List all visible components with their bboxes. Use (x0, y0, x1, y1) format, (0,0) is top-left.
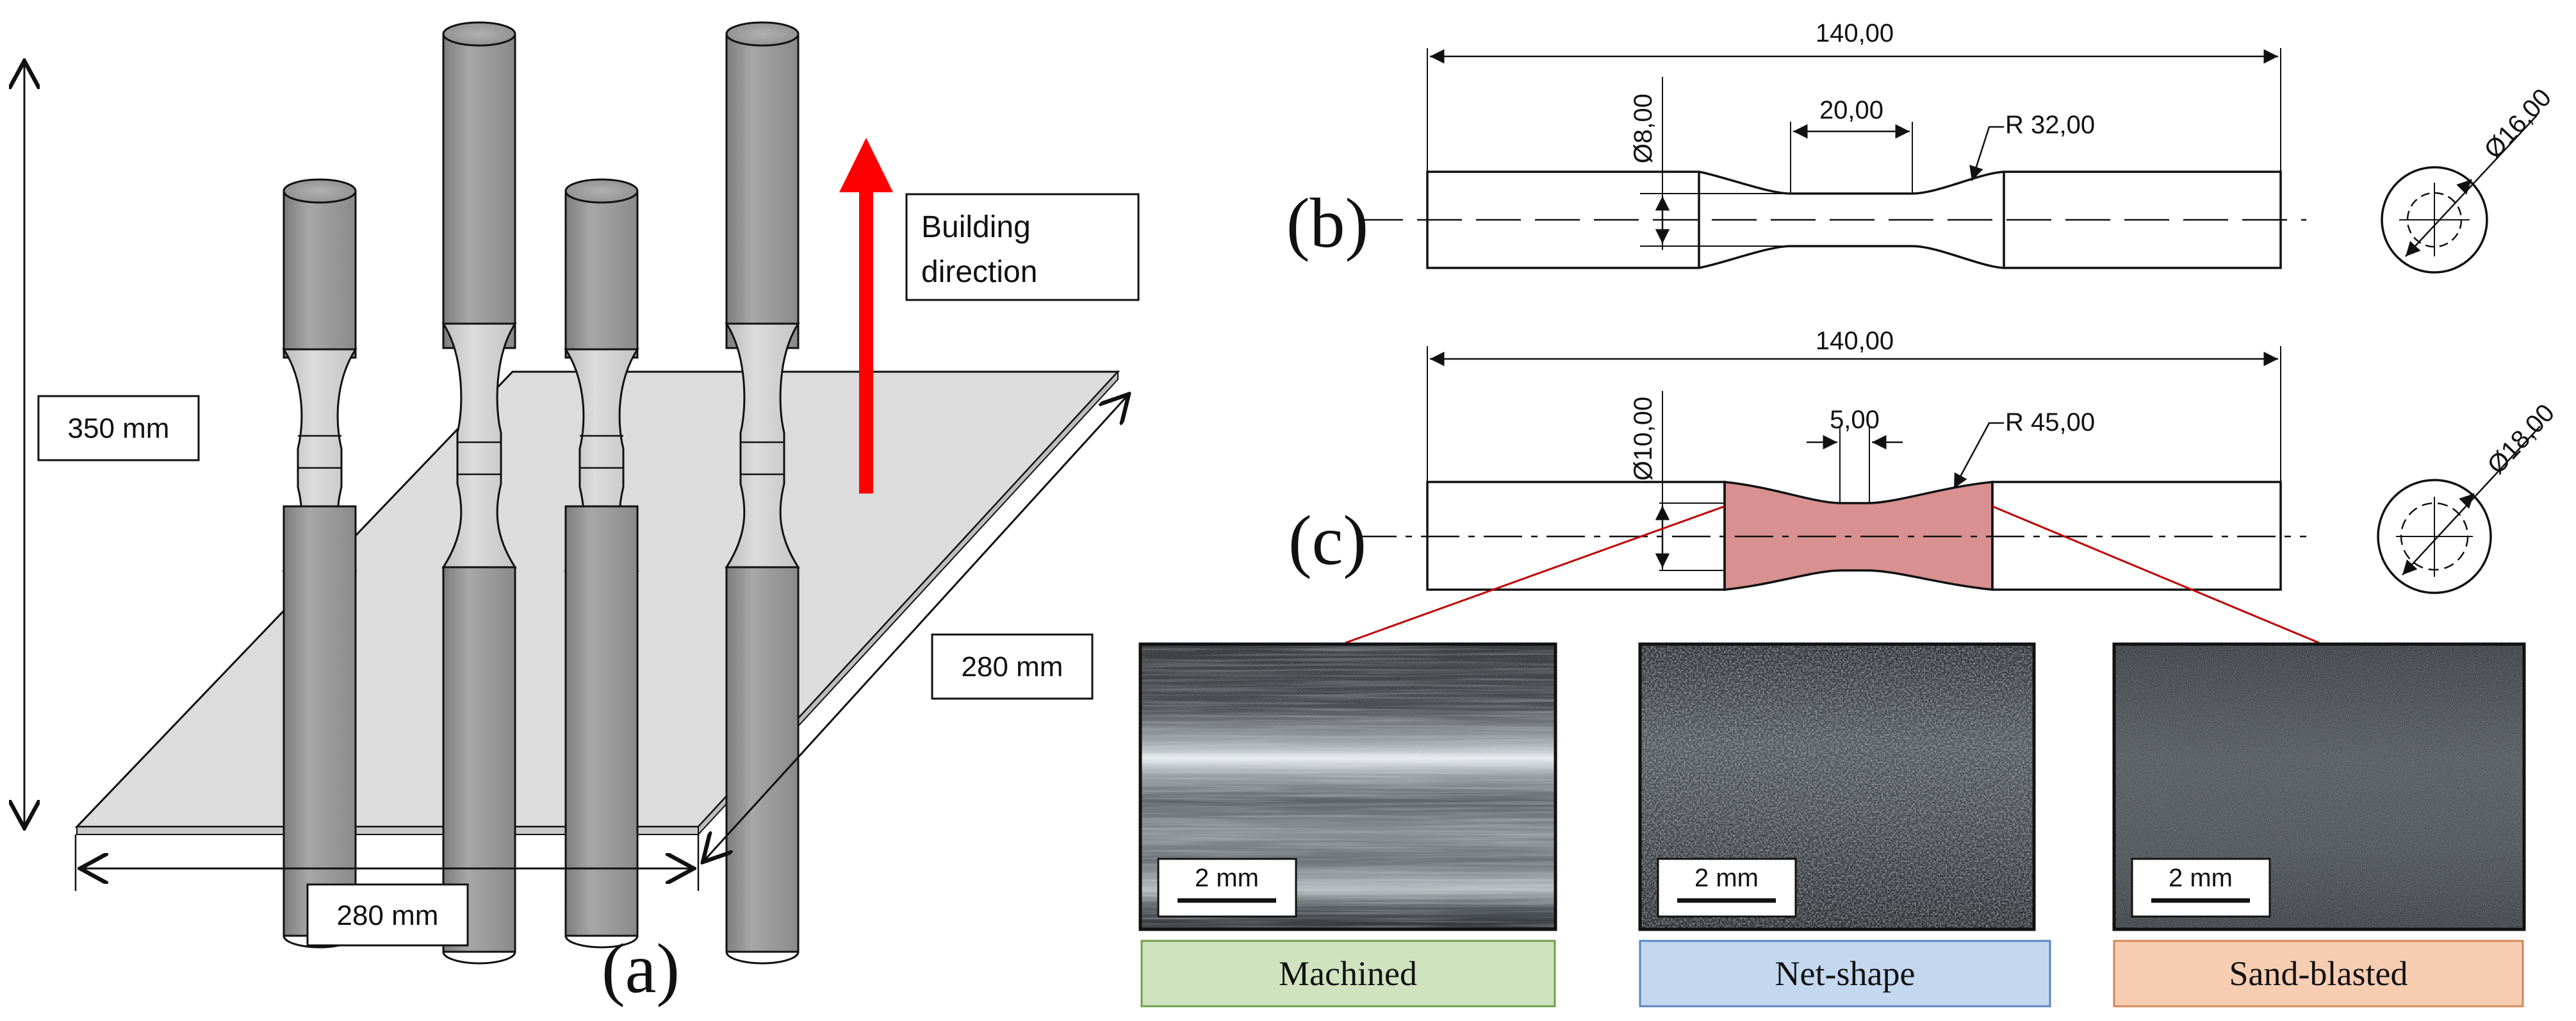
micrograph-net-shape-scale: 2 mm (1694, 864, 1759, 892)
height-label-box (37, 395, 200, 461)
panel-a-label: (a) (602, 929, 680, 1008)
panel-a: Building direction 350 mm 280 mm 280 mm … (24, 21, 1140, 1008)
panel-b: (b) 140,00 20,00 R 32,00 Ø8,00 (1286, 19, 2557, 274)
panel-c-label: (c) (1288, 501, 1366, 579)
micrograph-machined: 2 mm (1138, 642, 1557, 931)
caption-sand-blasted: Sand-blasted (2229, 954, 2408, 993)
depth-label: 280 mm (962, 651, 1063, 683)
panel-b-label: (b) (1286, 184, 1368, 262)
leader-left (1345, 505, 1725, 644)
height-label: 350 mm (68, 413, 170, 444)
caption-net-shape: Net-shape (1775, 954, 1916, 993)
b-end-view: Ø16,00 (2381, 83, 2557, 274)
c-gauge-length: 5,00 (1830, 406, 1880, 434)
building-direction-box (905, 193, 1140, 301)
micrograph-machined-scale: 2 mm (1195, 864, 1259, 892)
micrograph-sand-blasted-scale: 2 mm (2169, 864, 2233, 892)
b-total-length: 140,00 (1816, 19, 1894, 47)
depth-label-box (931, 633, 1094, 700)
specimen-front-left (282, 178, 357, 949)
caption-net-shape-box (1639, 940, 2051, 1008)
c-grip-diameter: Ø10,00 (1629, 397, 1657, 481)
depth-dimension-line (703, 394, 1129, 862)
c-end-view: Ø18,00 (2377, 399, 2560, 594)
b-grip-diameter: Ø8,00 (1629, 94, 1657, 163)
micrograph-sand-blasted: 2 mm (2112, 642, 2526, 931)
leader-right (1992, 505, 2320, 644)
width-label: 280 mm (337, 900, 439, 931)
micrograph-net-shape: 2 mm (1638, 642, 2036, 931)
b-outer-diameter: Ø16,00 (2479, 83, 2557, 164)
width-label-box (306, 883, 469, 947)
specimen-b-outline (1426, 170, 2282, 269)
caption-machined: Machined (1279, 954, 1417, 993)
b-gauge-length: 20,00 (1819, 96, 1883, 124)
building-direction-text-2: direction (921, 255, 1037, 289)
c-radius: R 45,00 (2005, 408, 2095, 436)
panel-c: (c) 140,00 5,00 R 45,00 Ø10,00 (1288, 327, 2560, 644)
caption-machined-box (1140, 940, 1556, 1008)
b-radius: R 32,00 (2005, 111, 2095, 139)
caption-sand-blasted-box (2113, 940, 2524, 1008)
building-direction-text-1: Building (921, 210, 1031, 244)
c-outer-diameter: Ø18,00 (2482, 399, 2560, 479)
specimen-front-right (564, 178, 639, 949)
c-total-length: 140,00 (1816, 327, 1894, 355)
